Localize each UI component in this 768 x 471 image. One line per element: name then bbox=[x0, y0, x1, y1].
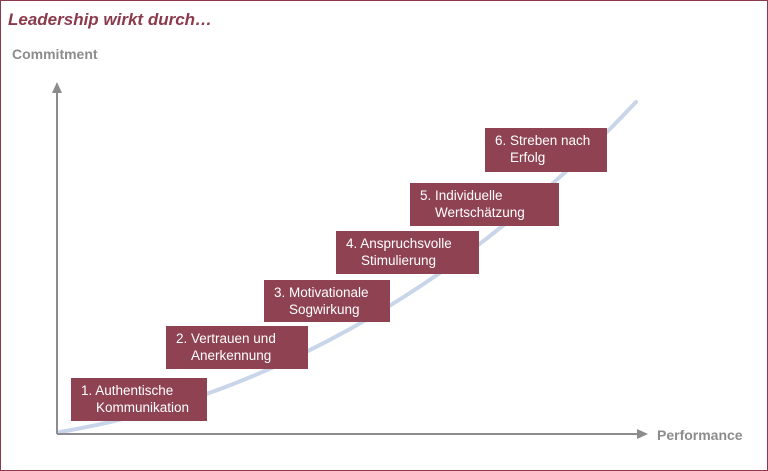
step-4-title: 4. Anspruchsvolle bbox=[346, 236, 452, 251]
step-3-title: 3. Motivationale bbox=[274, 285, 369, 300]
x-axis-label: Performance bbox=[657, 427, 743, 443]
y-axis-arrowhead bbox=[52, 82, 62, 93]
step-3-subtitle: Sogwirkung bbox=[289, 302, 360, 317]
step-5-subtitle: Wertschätzung bbox=[435, 205, 525, 220]
step-5-title: 5. Individuelle bbox=[420, 188, 503, 203]
step-6-subtitle: Erfolg bbox=[510, 150, 546, 165]
slide-title: Leadership wirkt durch… bbox=[8, 10, 213, 29]
step-box-1: 1. Authentische Kommunikation bbox=[71, 378, 207, 421]
step-box-4: 4. Anspruchsvolle Stimulierung bbox=[336, 231, 479, 274]
step-4-subtitle: Stimulierung bbox=[361, 253, 437, 268]
step-box-3: 3. Motivationale Sogwirkung bbox=[264, 280, 390, 322]
step-box-6: 6. Streben nach Erfolg bbox=[485, 128, 607, 172]
x-axis-arrowhead bbox=[637, 429, 648, 439]
step-box-5: 5. Individuelle Wertschätzung bbox=[410, 183, 559, 226]
step-1-title: 1. Authentische bbox=[81, 383, 174, 398]
step-2-title: 2. Vertrauen und bbox=[176, 331, 276, 346]
step-2-subtitle: Anerkennung bbox=[191, 348, 272, 363]
step-1-subtitle: Kommunikation bbox=[96, 400, 190, 415]
y-axis-label: Commitment bbox=[12, 46, 98, 62]
step-6-title: 6. Streben nach bbox=[495, 133, 591, 148]
step-box-2: 2. Vertrauen und Anerkennung bbox=[166, 326, 308, 369]
